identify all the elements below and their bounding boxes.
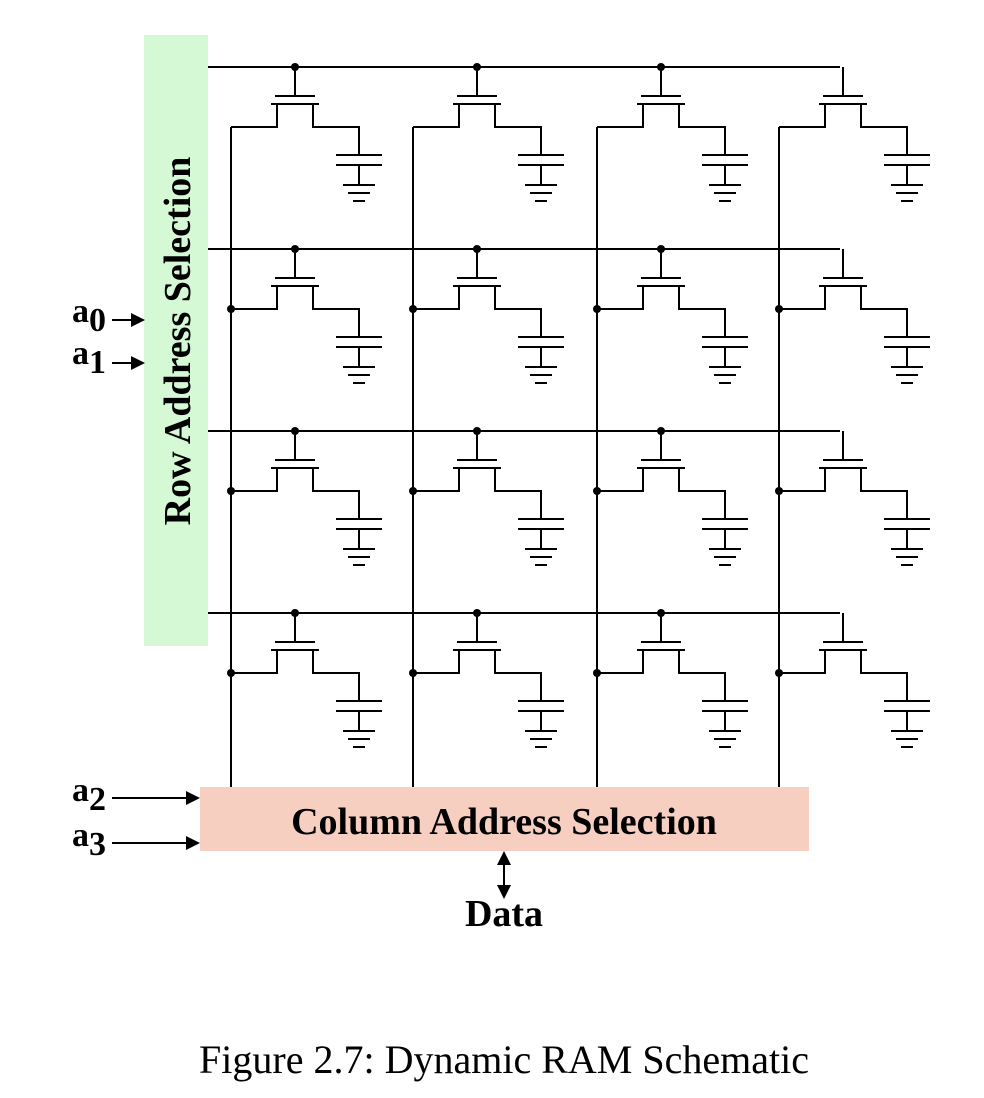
memory-cell-array	[208, 63, 930, 787]
transistor-drain-lead	[494, 468, 542, 519]
transistor-source-lead	[779, 468, 826, 492]
transistor-source-lead	[231, 468, 278, 492]
bit-line-junction-dot	[775, 669, 783, 677]
transistor-source-lead	[779, 650, 826, 674]
transistor-drain-lead	[678, 468, 726, 519]
transistor-drain-lead	[678, 650, 726, 701]
transistor-drain-lead	[860, 468, 908, 519]
transistor-source-lead	[597, 650, 644, 674]
transistor-drain-lead	[312, 468, 360, 519]
word-line-junction-dot	[473, 245, 481, 253]
bit-line-junction-dot	[227, 669, 235, 677]
transistor-drain-lead	[312, 104, 360, 155]
transistor-drain-lead	[312, 286, 360, 337]
word-line-junction-dot	[291, 245, 299, 253]
transistor-source-lead	[413, 468, 460, 492]
row-address-selection-block	[144, 35, 208, 646]
transistor-source-lead	[779, 286, 826, 310]
word-line-junction-dot	[473, 427, 481, 435]
transistor-drain-lead	[678, 286, 726, 337]
data-bidirectional-arrow	[497, 851, 511, 899]
bit-line-junction-dot	[775, 487, 783, 495]
address-input-arrows	[112, 313, 200, 850]
transistor-source-lead	[597, 104, 644, 128]
word-line-junction-dot	[657, 245, 665, 253]
bit-line-junction-dot	[409, 487, 417, 495]
address-input-a2: a2	[72, 772, 106, 818]
address-input-a1: a1	[72, 335, 106, 381]
transistor-source-lead	[231, 104, 278, 128]
row-address-selection-label: Row Address Selection	[157, 157, 199, 526]
bit-line-junction-dot	[775, 305, 783, 313]
word-line-junction-dot	[291, 609, 299, 617]
transistor-drain-lead	[494, 650, 542, 701]
transistor-source-lead	[413, 650, 460, 674]
transistor-source-lead	[413, 104, 460, 128]
transistor-source-lead	[779, 104, 826, 128]
figure-caption: Figure 2.7: Dynamic RAM Schematic	[199, 1037, 809, 1082]
transistor-drain-lead	[312, 650, 360, 701]
bit-line-junction-dot	[593, 305, 601, 313]
transistor-source-lead	[597, 286, 644, 310]
transistor-drain-lead	[494, 104, 542, 155]
transistor-drain-lead	[860, 650, 908, 701]
column-address-selection-block	[200, 787, 809, 851]
bit-line-junction-dot	[227, 305, 235, 313]
transistor-drain-lead	[860, 286, 908, 337]
word-line-junction-dot	[657, 63, 665, 71]
bit-line-junction-dot	[409, 669, 417, 677]
bit-line-junction-dot	[593, 669, 601, 677]
word-line-junction-dot	[291, 427, 299, 435]
transistor-drain-lead	[678, 104, 726, 155]
bit-line-junction-dot	[409, 305, 417, 313]
transistor-source-lead	[597, 468, 644, 492]
word-line-junction-dot	[473, 63, 481, 71]
word-line-junction-dot	[657, 609, 665, 617]
word-line-junction-dot	[291, 63, 299, 71]
transistor-source-lead	[231, 286, 278, 310]
data-label: Data	[465, 893, 543, 935]
transistor-drain-lead	[494, 286, 542, 337]
bit-line-junction-dot	[593, 487, 601, 495]
transistor-source-lead	[231, 650, 278, 674]
address-input-a3: a3	[72, 817, 106, 863]
word-line-junction-dot	[473, 609, 481, 617]
bit-line-junction-dot	[227, 487, 235, 495]
address-input-a0: a0	[72, 293, 106, 339]
transistor-drain-lead	[860, 104, 908, 155]
column-address-selection-label: Column Address Selection	[291, 801, 717, 843]
word-line-junction-dot	[657, 427, 665, 435]
transistor-source-lead	[413, 286, 460, 310]
